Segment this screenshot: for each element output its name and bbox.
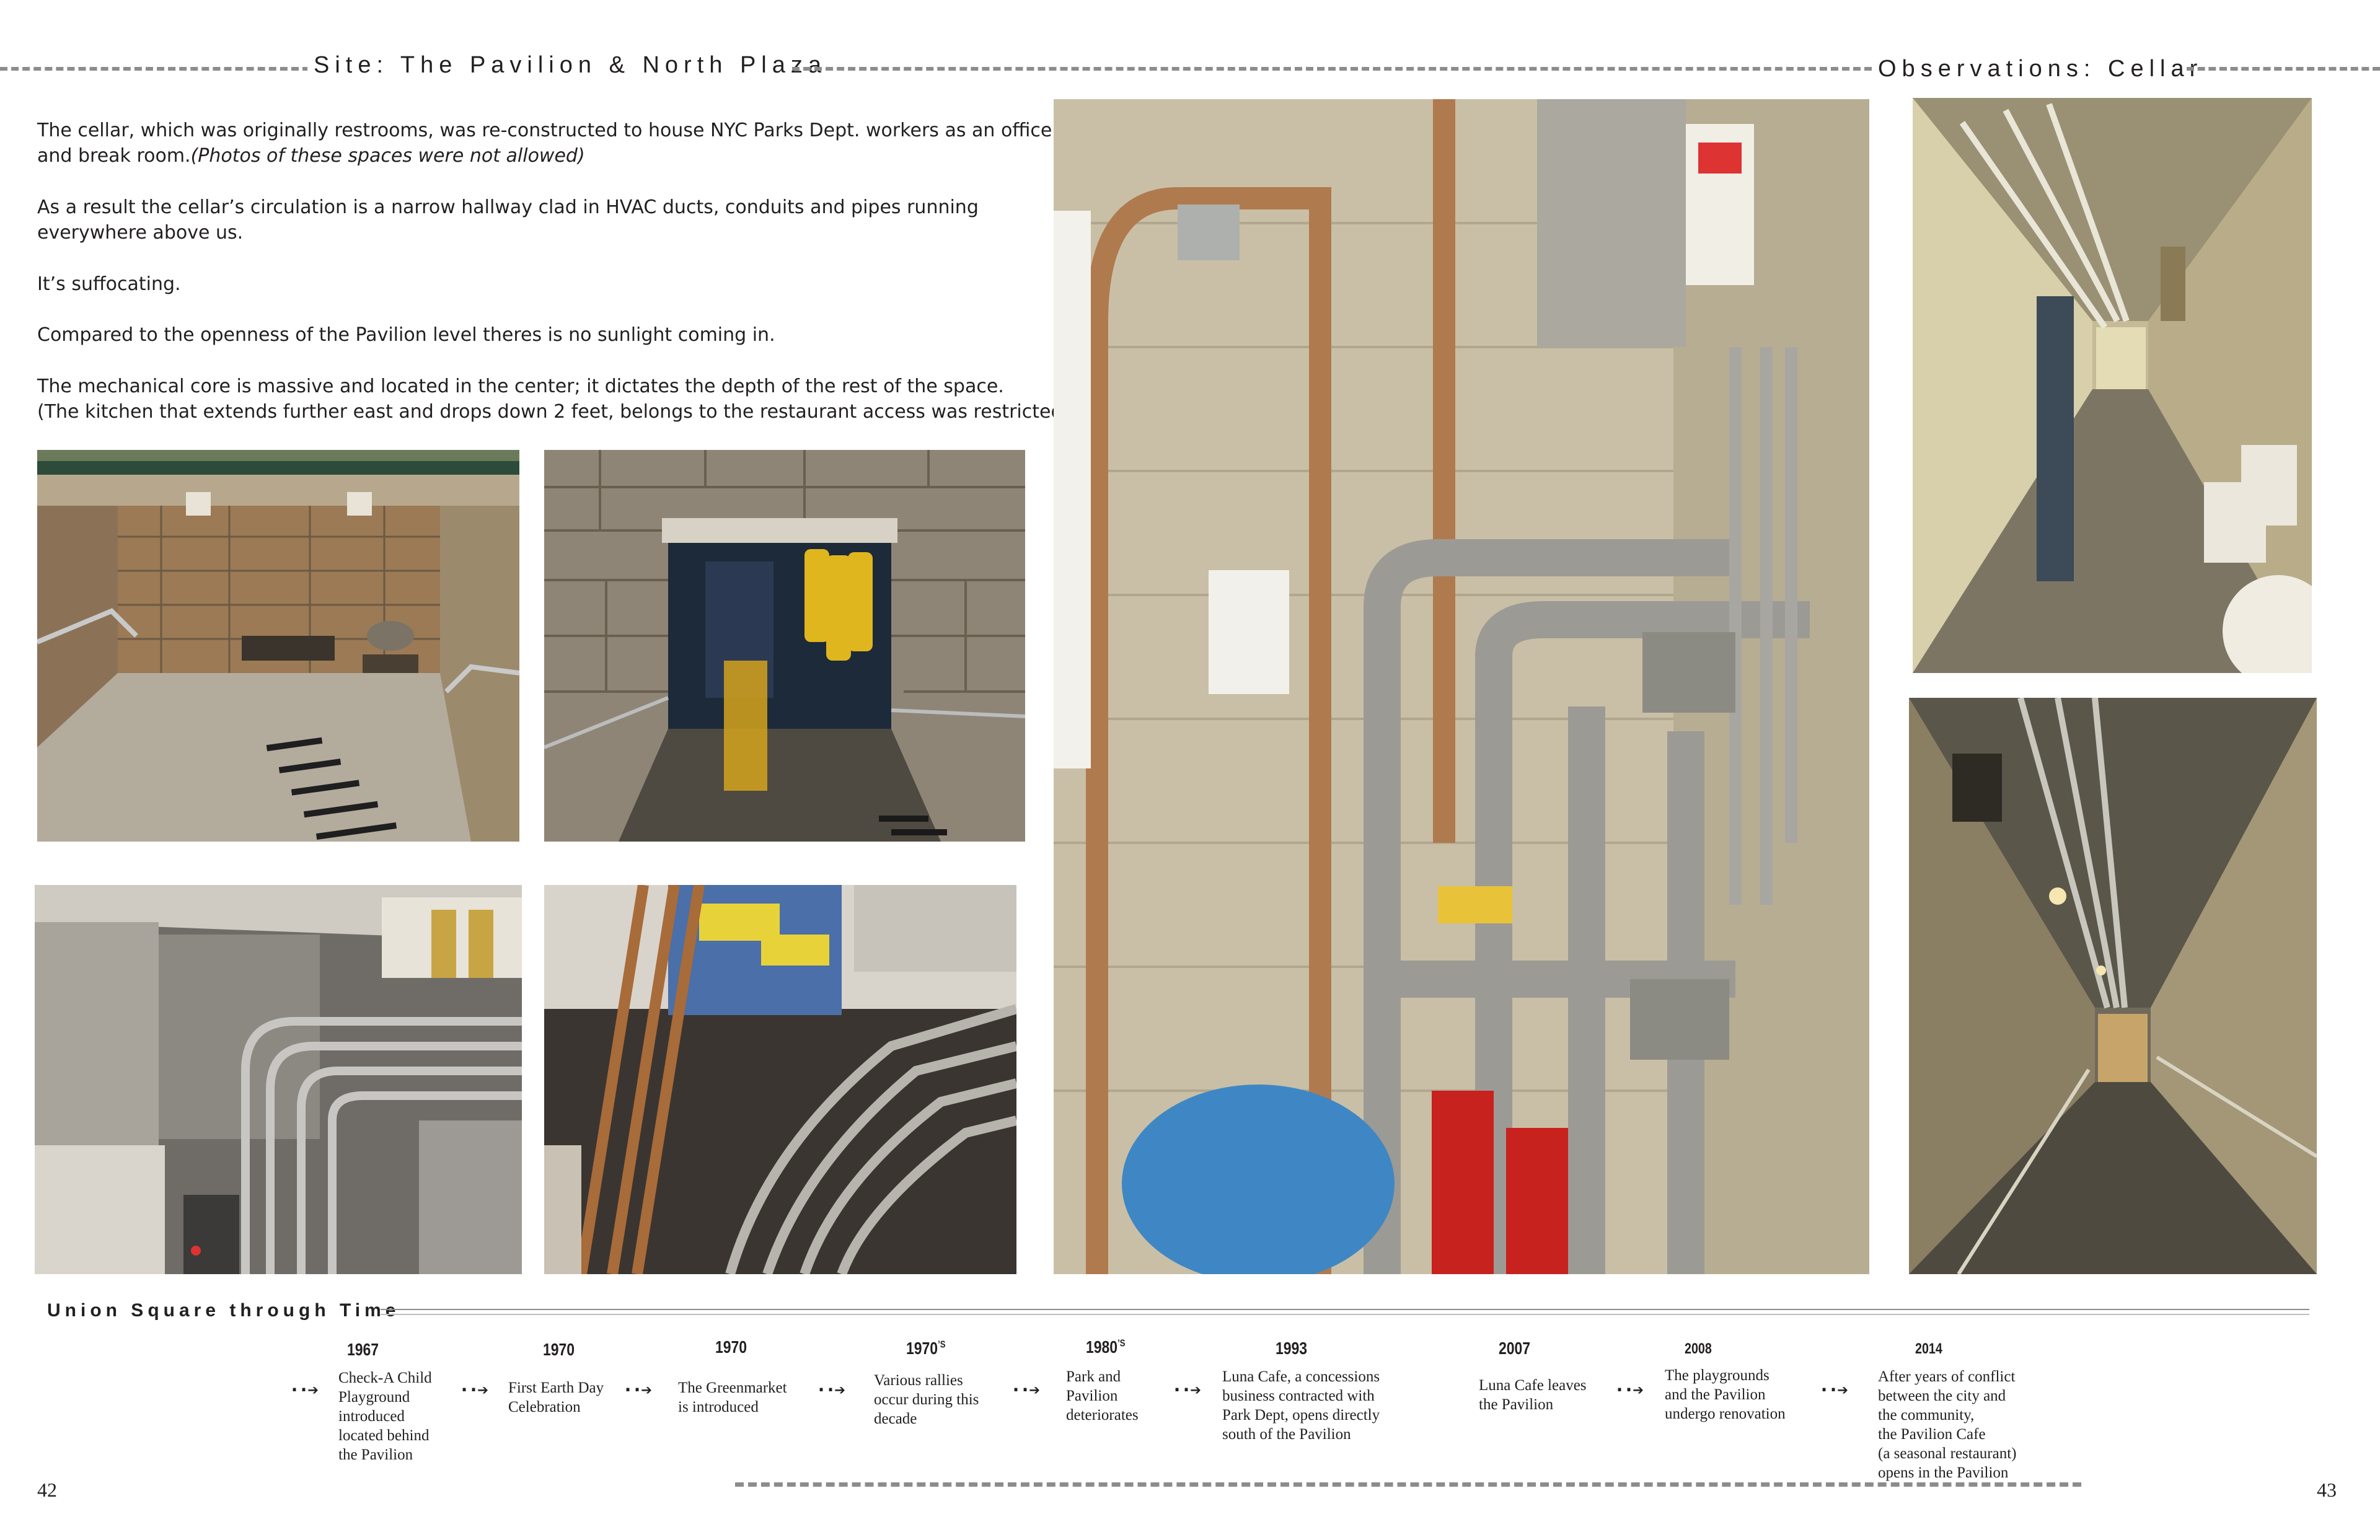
header-dash-mid <box>792 67 1872 71</box>
timeline-year-9-text: 2014 <box>1915 1340 1942 1357</box>
photo-ducts-hallway <box>35 885 522 1274</box>
timeline-year-5-sup: ’S <box>1117 1338 1126 1349</box>
timeline-arrow-9: ··➔ <box>1818 1379 1848 1401</box>
timeline-year-7: 2007 <box>1499 1339 1530 1358</box>
photo-stairs-entrance <box>37 450 519 842</box>
paragraph-1-text: The cellar, which was originally restroo… <box>37 120 1052 167</box>
timeline-year-6-text: 1993 <box>1276 1339 1308 1358</box>
timeline-year-5-text: 1980 <box>1086 1337 1118 1357</box>
timeline-event-6: Luna Cafe, a concessions business contra… <box>1222 1368 1380 1443</box>
paragraph-1: The cellar, which was originally restroo… <box>37 118 1054 169</box>
timeline-year-2: 1970 <box>543 1340 575 1360</box>
timeline-event-8: The playgrounds and the Pavilion undergo… <box>1665 1367 1786 1422</box>
timeline-year-4-sup: ’S <box>938 1339 946 1350</box>
photo-hallway-north <box>1913 98 2312 673</box>
header-left-title: Site: The Pavilion & North Plaza <box>307 52 834 79</box>
header-dash-left <box>0 67 310 71</box>
photo-mechanical-core <box>1054 99 1869 1274</box>
paragraph-2: As a result the cellar’s circulation is … <box>37 196 979 244</box>
timeline-year-1-text: 1967 <box>347 1340 379 1359</box>
timeline-year-3-text: 1970 <box>715 1337 747 1357</box>
paragraph-5-line2: (The kitchen that extends further east a… <box>37 401 1076 423</box>
timeline-arrow-1: ··➔ <box>289 1379 319 1401</box>
timeline-arrow-4: ··➔ <box>816 1379 845 1401</box>
timeline-year-3: 1970 <box>715 1337 747 1357</box>
timeline-heading: Union Square through Time <box>47 1300 400 1321</box>
timeline-year-8: 2008 <box>1685 1340 1712 1358</box>
paragraph-1-note: (Photos of these spaces were not allowed… <box>190 145 585 167</box>
footer-dash <box>735 1482 2081 1487</box>
timeline-arrow-3: ··➔ <box>622 1379 652 1401</box>
paragraph-5-line1: The mechanical core is massive and locat… <box>37 376 1004 397</box>
timeline-rule-top <box>381 1309 2309 1310</box>
timeline-event-3: The Greenmarket is introduced <box>678 1379 787 1415</box>
timeline-event-2: First Earth Day Celebration <box>508 1379 604 1415</box>
timeline-year-4-text: 1970 <box>906 1339 938 1358</box>
timeline-year-9: 2014 <box>1915 1340 1942 1358</box>
timeline-event-4: Various rallies occur during this decade <box>874 1372 979 1427</box>
page-number-right: 43 <box>2317 1479 2337 1501</box>
timeline-event-1: Check-A Child Playground introduced loca… <box>338 1370 432 1463</box>
timeline-arrow-6: ··➔ <box>1171 1379 1201 1401</box>
timeline-arrow-8: ··➔ <box>1614 1379 1644 1401</box>
timeline-event-7: Luna Cafe leaves the Pavilion <box>1479 1377 1587 1413</box>
timeline-year-8-text: 2008 <box>1685 1340 1712 1357</box>
photo-cellar-doorway <box>544 450 1025 842</box>
timeline-rule-bottom <box>381 1314 2309 1315</box>
timeline-year-1: 1967 <box>347 1340 379 1360</box>
photo-hallway-south <box>1909 698 2317 1274</box>
header-right-title: Observations: Cellar <box>1872 56 2210 82</box>
photo-pipes-ceiling <box>544 885 1016 1274</box>
timeline-arrow-5: ··➔ <box>1010 1379 1040 1401</box>
timeline-event-5: Park and Pavilion deteriorates <box>1066 1368 1139 1423</box>
timeline-year-6: 1993 <box>1276 1339 1307 1358</box>
timeline-event-9: After years of conflict between the city… <box>1878 1368 2017 1481</box>
timeline-year-2-text: 1970 <box>543 1340 575 1359</box>
paragraph-3: It’s suffocating. <box>37 273 181 295</box>
timeline-year-4: 1970’S <box>906 1339 945 1358</box>
paragraph-5: The mechanical core is massive and locat… <box>37 374 1091 425</box>
timeline-year-7-text: 2007 <box>1499 1339 1531 1358</box>
timeline-arrow-2: ··➔ <box>459 1379 488 1401</box>
page-number-left: 42 <box>37 1479 57 1501</box>
timeline-year-5: 1980’S <box>1086 1337 1125 1357</box>
header-dash-right <box>2187 67 2380 71</box>
paragraph-4: Compared to the openness of the Pavilion… <box>37 324 775 346</box>
